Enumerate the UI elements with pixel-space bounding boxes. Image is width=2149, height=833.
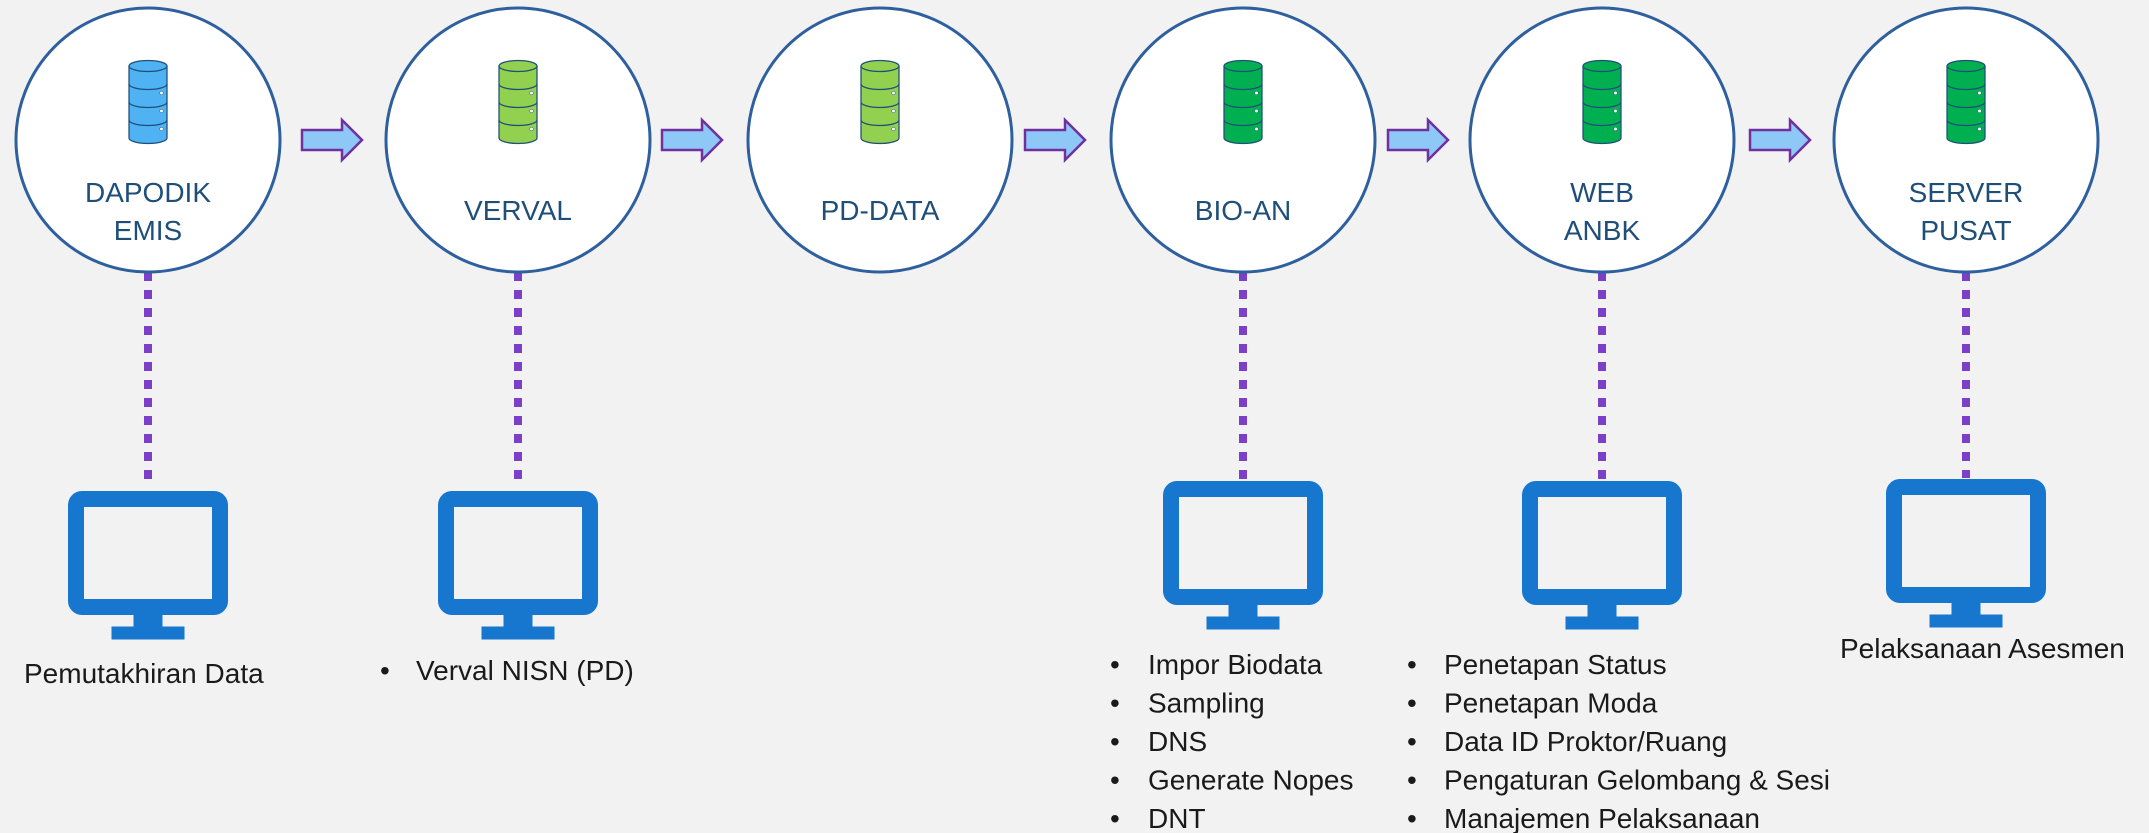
monitor-icon [76, 499, 220, 639]
node-label: EMIS [114, 215, 182, 246]
right-arrow-icon [660, 116, 724, 164]
database-icon [860, 59, 900, 145]
node-label: WEB [1570, 177, 1634, 208]
right-arrow-icon [1386, 116, 1450, 164]
node-label: DAPODIK [85, 177, 211, 208]
list-item: DNT [1148, 803, 1206, 833]
bullet: • [1407, 649, 1417, 680]
monitor-icon [446, 499, 590, 639]
node-label: PUSAT [1920, 215, 2011, 246]
node-pd-data: PD-DATA [746, 6, 1014, 274]
node-label: BIO-AN [1195, 195, 1291, 226]
list-item: Verval NISN (PD) [416, 655, 634, 686]
bullet: • [1110, 765, 1120, 796]
database-icon [1582, 59, 1622, 145]
list-item: Data ID Proktor/Ruang [1444, 726, 1727, 757]
monitor-icon [1530, 489, 1674, 629]
bullet: • [1407, 803, 1417, 833]
bullet: • [1110, 803, 1120, 833]
database-icon [1223, 59, 1263, 145]
node-verval: VERVAL [384, 6, 652, 274]
bullet: • [1407, 688, 1417, 719]
monitor-icon [1894, 487, 2038, 627]
database-icon [128, 59, 168, 145]
node-label: ANBK [1564, 215, 1641, 246]
connector-lines [144, 272, 1970, 488]
bullet: • [1110, 649, 1120, 680]
list-item: Impor Biodata [1148, 649, 1323, 680]
monitor-icon [1171, 489, 1315, 629]
right-arrow-icon [300, 116, 364, 164]
node-bio-an: BIO-AN [1109, 6, 1377, 274]
caption-dapodik: Pemutakhiran Data [24, 658, 264, 689]
node-label: SERVER [1909, 177, 2024, 208]
node-dapodik: DAPODIK EMIS [14, 6, 282, 274]
caption-server-pusat: Pelaksanaan Asesmen [1840, 633, 2125, 664]
list-item: Pengaturan Gelombang & Sesi [1444, 765, 1830, 796]
flow-arrows [300, 116, 1812, 164]
task-lists: • Verval NISN (PD) • Impor Biodata • Sampling… [380, 649, 1830, 833]
bullet: • [1110, 688, 1120, 719]
list-item: DNS [1148, 726, 1207, 757]
node-server-pusat: SERVER PUSAT [1832, 6, 2100, 274]
flow-nodes: DAPODIK EMIS VERVAL PD-DATA BIO-AN WEB ANBK SER… [14, 6, 2100, 274]
list-item: Generate Nopes [1148, 765, 1353, 796]
database-icon [498, 59, 538, 145]
list-item: Manajemen Pelaksanaan [1444, 803, 1760, 833]
bullet: • [1407, 765, 1417, 796]
list-item: Penetapan Status [1444, 649, 1667, 680]
bullet: • [1110, 726, 1120, 757]
bullet: • [380, 655, 390, 686]
bio-an-list: • Impor Biodata • Sampling • DNS • Generate Nop… [1110, 649, 1353, 833]
verval-list: • Verval NISN (PD) [380, 655, 634, 686]
node-web-anbk: WEB ANBK [1468, 6, 1736, 274]
node-label: VERVAL [464, 195, 572, 226]
right-arrow-icon [1023, 116, 1087, 164]
list-item: Sampling [1148, 688, 1265, 719]
list-item: Penetapan Moda [1444, 688, 1658, 719]
database-icon [1946, 59, 1986, 145]
web-anbk-list: • Penetapan Status • Penetapan Moda • Data ID… [1407, 649, 1830, 833]
right-arrow-icon [1748, 116, 1812, 164]
node-label: PD-DATA [821, 195, 940, 226]
bullet: • [1407, 726, 1417, 757]
monitors [76, 487, 2038, 639]
